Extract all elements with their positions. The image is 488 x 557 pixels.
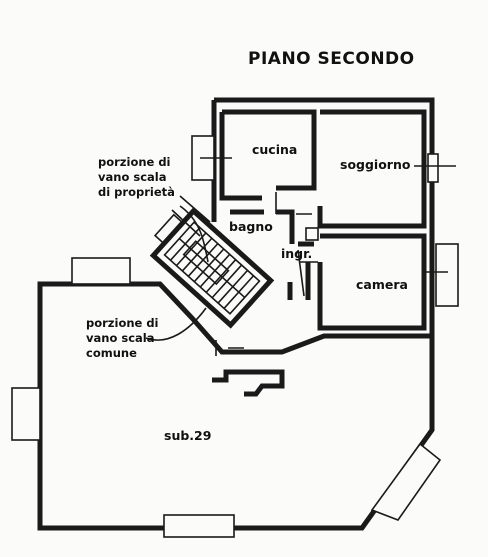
- note-comune-1: porzione di: [86, 316, 159, 330]
- window-ticks: [200, 157, 456, 273]
- apartment-outline: [214, 97, 435, 336]
- pillar: [305, 227, 319, 241]
- label-bagno: bagno: [229, 219, 273, 234]
- note-comune-3: comune: [86, 346, 137, 360]
- label-soggiorno: soggiorno: [340, 157, 411, 172]
- stair-ticks: [215, 340, 244, 356]
- left-balcony: [11, 387, 41, 441]
- note-proprieta-1: porzione di: [98, 155, 171, 169]
- stair-guides: [171, 195, 211, 237]
- note-comune-2: vano scala: [86, 331, 154, 345]
- label-ingr: ingr.: [281, 246, 312, 261]
- ingr-leader: [297, 249, 305, 297]
- stair-block: [149, 207, 275, 329]
- kitchen-walls: [219, 109, 317, 201]
- plan-title: PIANO SECONDO: [248, 49, 415, 69]
- bottom-balcony: [163, 514, 235, 538]
- label-camera: camera: [356, 277, 408, 292]
- note-proprieta-2: vano scala: [98, 170, 166, 184]
- bath-walls: [211, 209, 295, 244]
- label-sub29: sub.29: [164, 428, 211, 443]
- angled-balcony: [370, 442, 442, 521]
- common-area-outline: [37, 281, 435, 531]
- door-marks: [275, 192, 318, 263]
- lower-notch: [212, 369, 285, 397]
- corridor-walls: [287, 241, 314, 300]
- camera-walls: [317, 233, 427, 331]
- top-left-balcony: [71, 257, 131, 285]
- living-window: [427, 153, 439, 183]
- living-walls: [317, 109, 427, 229]
- label-cucina: cucina: [252, 142, 297, 157]
- note-proprieta-3: di proprietà: [98, 185, 175, 199]
- comune-leader: [145, 307, 207, 341]
- camera-balcony: [435, 243, 459, 307]
- proprieta-leader: [179, 205, 209, 263]
